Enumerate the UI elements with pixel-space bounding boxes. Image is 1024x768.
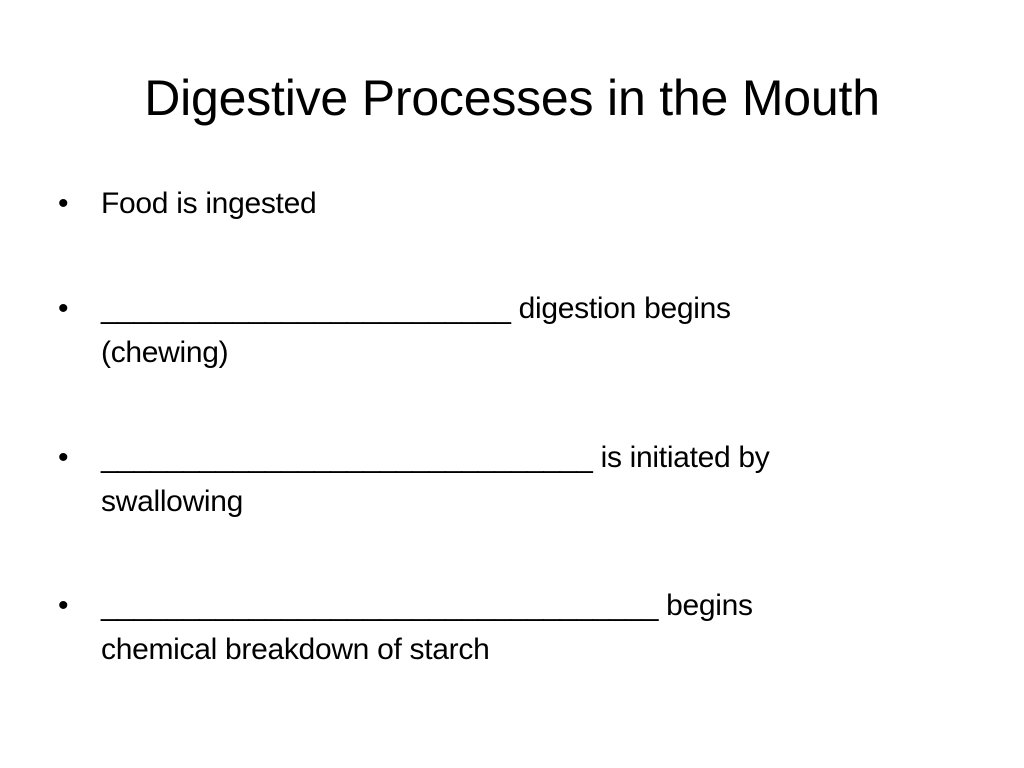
bullet-text: _________________________ digestion begi… <box>101 287 921 375</box>
bullet-icon: • <box>58 441 69 474</box>
bullet-line: swallowing <box>101 485 244 518</box>
bullet-line: chemical breakdown of starch <box>101 633 490 666</box>
slide-title: Digestive Processes in the Mouth <box>144 70 880 126</box>
bullet-icon: • <box>58 589 69 622</box>
bullet-text: Food is ingested <box>101 182 921 226</box>
bullet-line: (chewing) <box>101 336 229 369</box>
bullet-line: _________________________ digestion begi… <box>101 292 731 325</box>
bullet-icon: • <box>58 292 69 325</box>
bullet-line: Food is ingested <box>101 187 317 220</box>
bullet-line: __________________________________ begin… <box>101 589 753 622</box>
bullet-line: ______________________________ is initia… <box>101 441 770 474</box>
bullet-icon: • <box>58 187 69 220</box>
bullet-text: __________________________________ begin… <box>101 584 921 672</box>
bullet-text: ______________________________ is initia… <box>101 436 921 524</box>
